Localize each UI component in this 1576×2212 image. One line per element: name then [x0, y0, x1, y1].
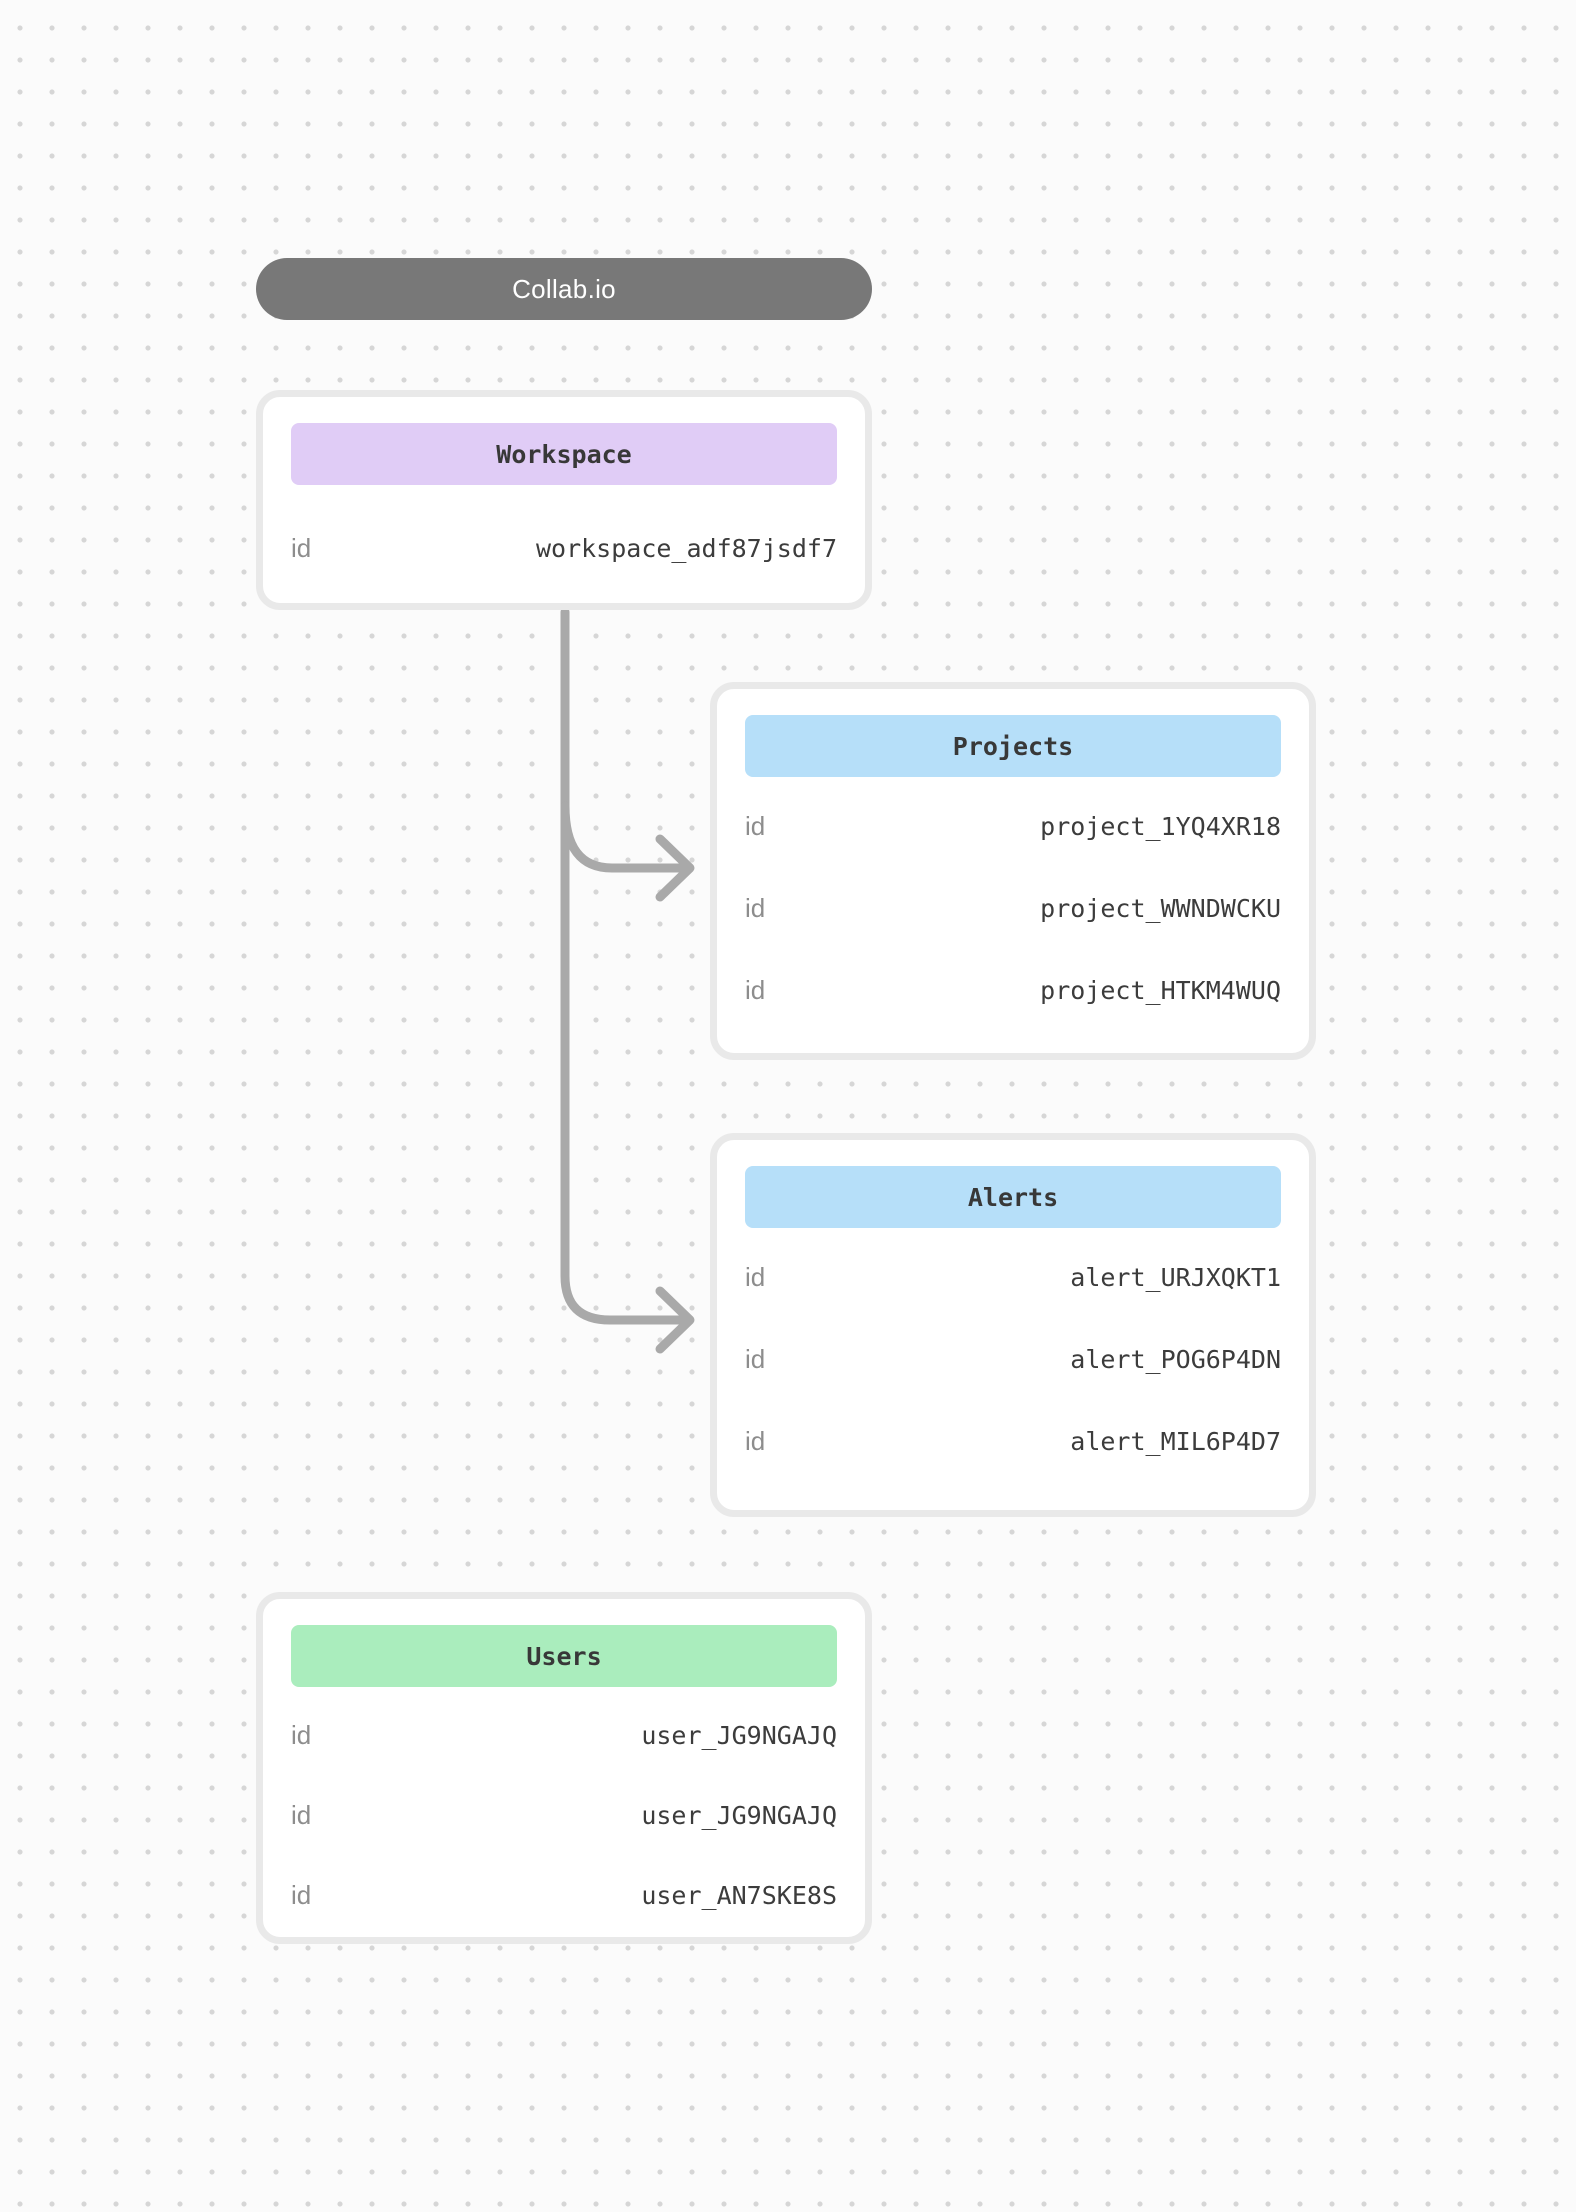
entity-header-workspace: Workspace — [291, 423, 837, 485]
attribute-row: id project_HTKM4WUQ — [745, 949, 1281, 1031]
attribute-row: id user_JG9NGAJQ — [291, 1775, 837, 1855]
attribute-key: id — [745, 1343, 766, 1374]
entity-card-workspace: Workspace id workspace_adf87jsdf7 — [256, 390, 872, 610]
attribute-value: alert_MIL6P4D7 — [1070, 1426, 1281, 1456]
workspace-to-alerts-arrowhead-icon — [655, 1286, 695, 1354]
attribute-row: id project_WWNDWCKU — [745, 867, 1281, 949]
attribute-value: user_JG9NGAJQ — [641, 1720, 837, 1750]
diagram-title-pill: Collab.io — [256, 258, 872, 320]
attribute-value: user_AN7SKE8S — [641, 1880, 837, 1910]
attribute-value: alert_POG6P4DN — [1070, 1344, 1281, 1374]
entity-header-users: Users — [291, 1625, 837, 1687]
attribute-value: alert_URJXQKT1 — [1070, 1262, 1281, 1292]
attribute-value: project_WWNDWCKU — [1040, 893, 1281, 923]
attribute-row: id workspace_adf87jsdf7 — [291, 493, 837, 603]
attribute-key: id — [291, 1879, 312, 1910]
attribute-key: id — [745, 1425, 766, 1456]
attribute-value: project_1YQ4XR18 — [1040, 811, 1281, 841]
workspace-to-projects-arrowhead-icon — [655, 834, 695, 902]
attribute-key: id — [745, 974, 766, 1005]
attribute-row: id user_AN7SKE8S — [291, 1855, 837, 1935]
entity-header-projects: Projects — [745, 715, 1281, 777]
entity-card-users: Users id user_JG9NGAJQ id user_JG9NGAJQ … — [256, 1592, 872, 1944]
entity-card-alerts: Alerts id alert_URJXQKT1 id alert_POG6P4… — [710, 1133, 1316, 1517]
entity-header-alerts: Alerts — [745, 1166, 1281, 1228]
attribute-key: id — [291, 532, 312, 563]
entity-title: Alerts — [967, 1182, 1059, 1212]
attribute-value: user_JG9NGAJQ — [641, 1800, 837, 1830]
attribute-row: id alert_POG6P4DN — [745, 1318, 1281, 1400]
workspace-to-alerts-connector — [560, 607, 691, 1325]
attribute-key: id — [291, 1719, 312, 1750]
attribute-key: id — [745, 1261, 766, 1292]
attribute-row: id user_JG9NGAJQ — [291, 1695, 837, 1775]
attribute-key: id — [745, 892, 766, 923]
attribute-value: project_HTKM4WUQ — [1040, 975, 1281, 1005]
entity-title: Projects — [952, 731, 1074, 761]
attribute-row: id alert_URJXQKT1 — [745, 1236, 1281, 1318]
diagram-title: Collab.io — [512, 273, 616, 304]
attribute-key: id — [291, 1799, 312, 1830]
attribute-value: workspace_adf87jsdf7 — [535, 533, 837, 563]
attribute-row: id alert_MIL6P4D7 — [745, 1400, 1281, 1482]
entity-title: Users — [526, 1641, 602, 1671]
workspace-to-projects-connector — [560, 801, 691, 873]
entity-title: Workspace — [496, 439, 632, 469]
attribute-key: id — [745, 810, 766, 841]
entity-card-projects: Projects id project_1YQ4XR18 id project_… — [710, 682, 1316, 1060]
attribute-row: id project_1YQ4XR18 — [745, 785, 1281, 867]
